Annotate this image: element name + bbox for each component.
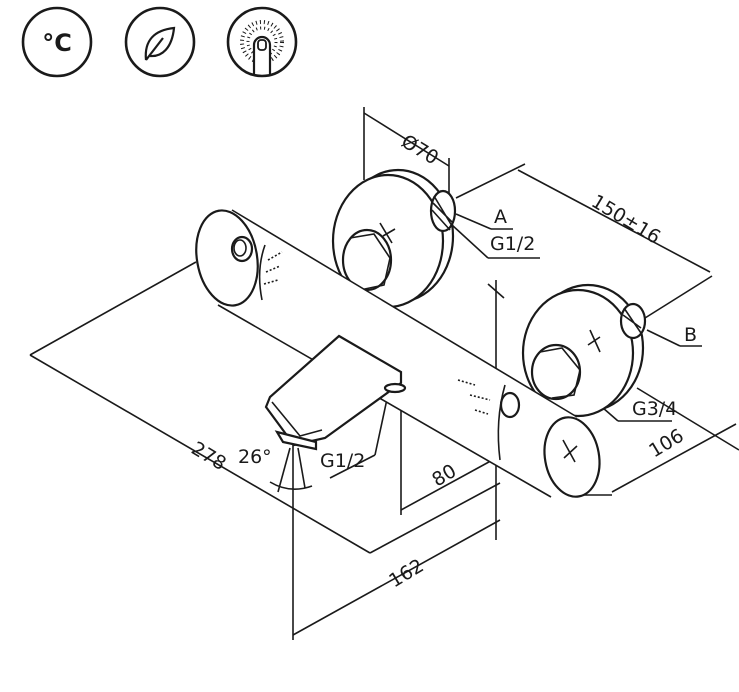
- touch-button-icon: [226, 6, 298, 78]
- label-spout-offset: 80: [428, 460, 460, 491]
- label-inlet-b-thread: G3/4: [632, 398, 677, 420]
- dimension-lines: [29, 107, 739, 640]
- label-total-length: 278: [187, 437, 229, 475]
- thread-a: [429, 189, 457, 233]
- thermostatic-icon: °C: [21, 6, 93, 78]
- label-inlet-b: B: [684, 324, 697, 346]
- label-spout-thread: G1/2: [320, 450, 365, 472]
- spout: [264, 334, 407, 451]
- thread-b: [619, 302, 647, 340]
- nut-b: [530, 343, 582, 401]
- label-projection: 162: [385, 555, 427, 593]
- label-connection-spacing: 150±16: [587, 190, 664, 248]
- wall-disc-b: [521, 283, 647, 418]
- label-inlet-a-thread: G1/2: [490, 233, 535, 255]
- thermostatic-icon-label: °C: [42, 29, 72, 57]
- label-depth: 106: [645, 425, 687, 463]
- eco-leaf-icon: [124, 6, 196, 78]
- label-inlet-a: A: [494, 206, 507, 228]
- label-disc-diameter: Ø70: [397, 130, 442, 169]
- nut-a: [341, 228, 393, 292]
- label-spout-angle: 26°: [238, 446, 272, 468]
- wall-disc-a: [331, 168, 457, 309]
- mixer-body: [195, 209, 601, 498]
